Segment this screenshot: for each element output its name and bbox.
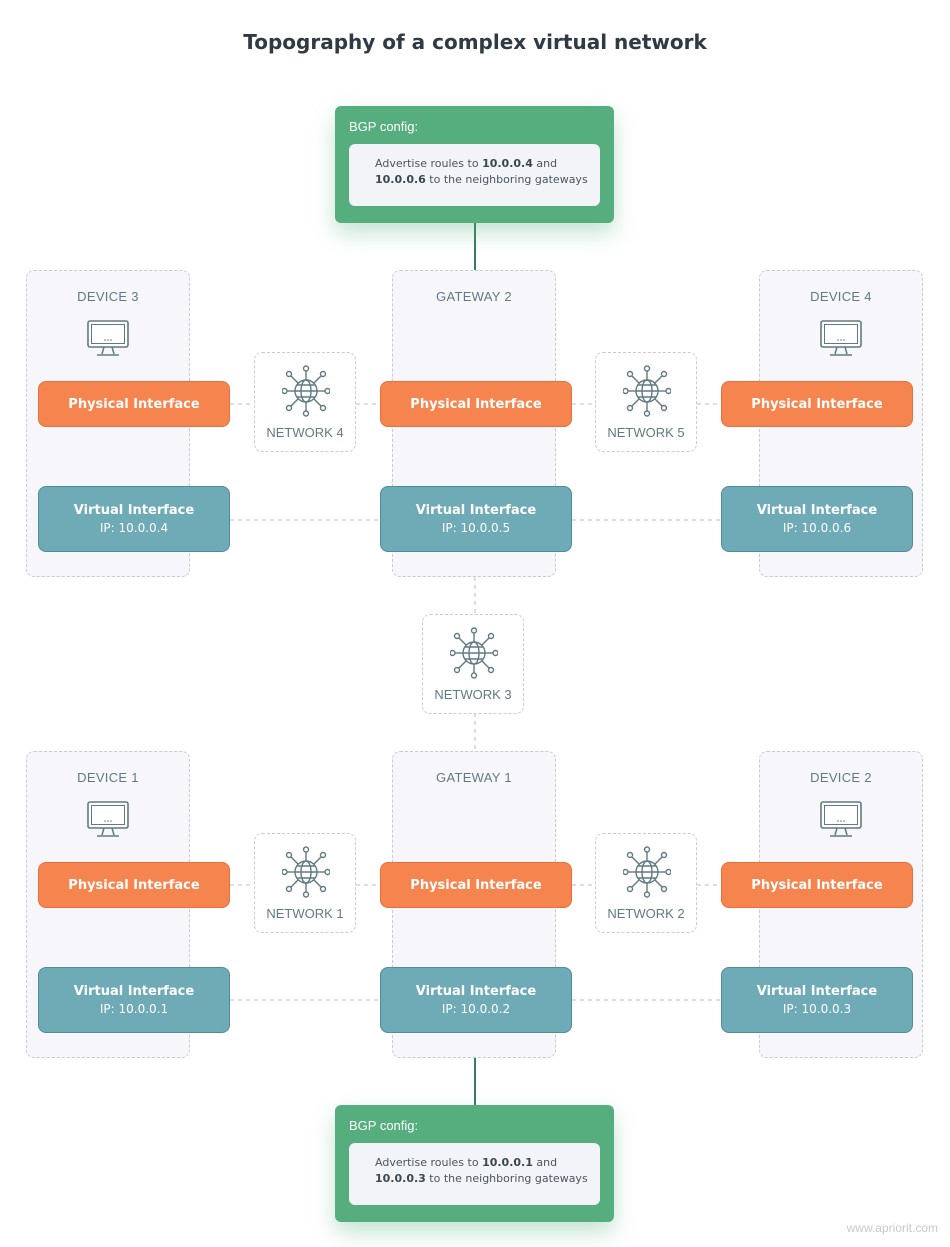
virtual-interface-label: Virtual Interface bbox=[415, 503, 537, 518]
gateway-2-virtual-interface: Virtual Interface IP: 10.0.0.5 bbox=[380, 486, 572, 552]
network-label: NETWORK 4 bbox=[266, 425, 344, 440]
bgp-config-top: BGP config: Advertise roules to 10.0.0.4… bbox=[335, 106, 614, 223]
globe-network-icon bbox=[450, 627, 498, 679]
device-2-physical-interface: Physical Interface bbox=[721, 862, 913, 908]
network-label: NETWORK 3 bbox=[434, 687, 512, 702]
device-1-physical-interface: Physical Interface bbox=[38, 862, 230, 908]
network-label: NETWORK 2 bbox=[607, 906, 685, 921]
gateway-1-physical-interface: Physical Interface bbox=[380, 862, 572, 908]
gateway-1-label: GATEWAY 1 bbox=[436, 770, 512, 785]
monitor-icon bbox=[87, 320, 129, 356]
gateway-2-physical-interface: Physical Interface bbox=[380, 381, 572, 427]
device-2-label: DEVICE 2 bbox=[810, 770, 872, 785]
device-2-virtual-interface: Virtual Interface IP: 10.0.0.3 bbox=[721, 967, 913, 1033]
globe-network-icon bbox=[282, 846, 330, 898]
device-1-virtual-interface: Virtual Interface IP: 10.0.0.1 bbox=[38, 967, 230, 1033]
virtual-interface-label: Virtual Interface bbox=[73, 503, 195, 518]
device-4-virtual-interface: Virtual Interface IP: 10.0.0.6 bbox=[721, 486, 913, 552]
device-3-virtual-interface: Virtual Interface IP: 10.0.0.4 bbox=[38, 486, 230, 552]
network-2: NETWORK 2 bbox=[595, 833, 697, 933]
network-3: NETWORK 3 bbox=[422, 614, 524, 714]
gateway-2-label: GATEWAY 2 bbox=[436, 289, 512, 304]
virtual-interface-ip: IP: 10.0.0.6 bbox=[782, 521, 852, 535]
device-3-label: DEVICE 3 bbox=[77, 289, 139, 304]
bgp-config-title: BGP config: bbox=[349, 1118, 419, 1133]
bgp-config-bottom: BGP config: Advertise roules to 10.0.0.1… bbox=[335, 1105, 614, 1222]
monitor-icon bbox=[87, 801, 129, 837]
virtual-interface-ip: IP: 10.0.0.4 bbox=[99, 521, 169, 535]
device-1-label: DEVICE 1 bbox=[77, 770, 139, 785]
device-4-physical-interface: Physical Interface bbox=[721, 381, 913, 427]
virtual-interface-ip: IP: 10.0.0.2 bbox=[441, 1002, 511, 1016]
globe-network-icon bbox=[623, 365, 671, 417]
virtual-interface-label: Virtual Interface bbox=[756, 503, 878, 518]
device-3-physical-interface: Physical Interface bbox=[38, 381, 230, 427]
globe-network-icon bbox=[623, 846, 671, 898]
monitor-icon bbox=[820, 801, 862, 837]
virtual-interface-ip: IP: 10.0.0.1 bbox=[99, 1002, 169, 1016]
virtual-interface-label: Virtual Interface bbox=[415, 984, 537, 999]
virtual-interface-label: Virtual Interface bbox=[73, 984, 195, 999]
network-5: NETWORK 5 bbox=[595, 352, 697, 452]
network-1: NETWORK 1 bbox=[254, 833, 356, 933]
bgp-config-title: BGP config: bbox=[349, 119, 419, 134]
gateway-1-virtual-interface: Virtual Interface IP: 10.0.0.2 bbox=[380, 967, 572, 1033]
network-label: NETWORK 5 bbox=[607, 425, 685, 440]
virtual-interface-label: Virtual Interface bbox=[756, 984, 878, 999]
globe-network-icon bbox=[282, 365, 330, 417]
monitor-icon bbox=[820, 320, 862, 356]
page-title: Topography of a complex virtual network bbox=[243, 30, 707, 54]
device-4-label: DEVICE 4 bbox=[810, 289, 872, 304]
virtual-interface-ip: IP: 10.0.0.5 bbox=[441, 521, 511, 535]
network-label: NETWORK 1 bbox=[266, 906, 344, 921]
network-4: NETWORK 4 bbox=[254, 352, 356, 452]
watermark: www.apriorit.com bbox=[846, 1221, 938, 1235]
virtual-interface-ip: IP: 10.0.0.3 bbox=[782, 1002, 852, 1016]
